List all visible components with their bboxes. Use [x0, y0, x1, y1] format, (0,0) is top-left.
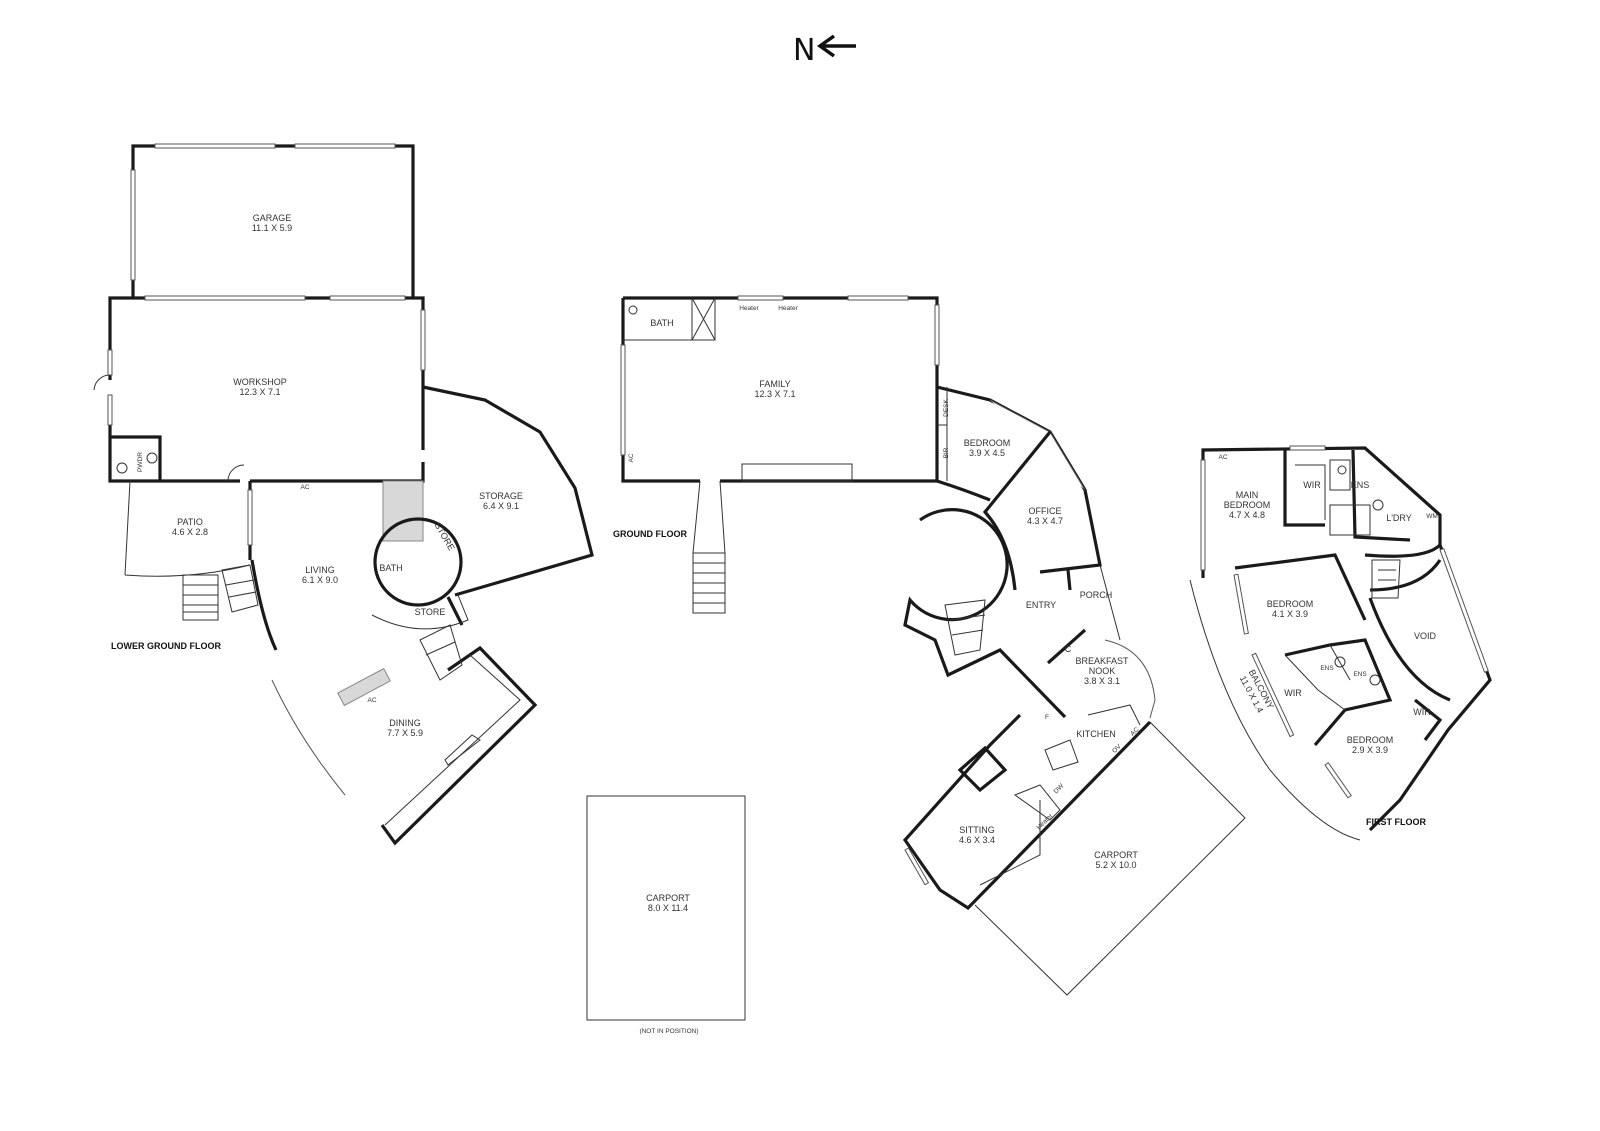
- room-label: BATH: [650, 318, 673, 328]
- room-label: SITTING: [959, 825, 995, 835]
- room-label: AC: [367, 697, 376, 704]
- room-label: BEDROOM: [964, 438, 1011, 448]
- floor-label-first: FIRST FLOOR: [1366, 817, 1426, 827]
- room-label: OFFICE: [1029, 506, 1062, 516]
- room-label: ENS: [1320, 665, 1334, 672]
- room-label: PORCH: [1080, 590, 1113, 600]
- room-label: BATH: [379, 563, 402, 573]
- room-label: 12.3 X 7.1: [239, 387, 280, 397]
- room-label: C: [1065, 644, 1072, 654]
- room-label: Heater: [739, 305, 759, 312]
- room-label: PWDR: [137, 452, 144, 472]
- floor-label-lower-ground: LOWER GROUND FLOOR: [111, 641, 221, 651]
- room-label: DESK: [943, 398, 950, 416]
- room-label: 11.1 X 5.9: [252, 223, 292, 233]
- room-label: GARAGE: [253, 213, 292, 223]
- stairs: [124, 480, 481, 766]
- room-label: LIVING: [305, 565, 335, 575]
- room-label: 7.7 X 5.9: [387, 728, 423, 738]
- room-label: 6.4 X 9.1: [483, 501, 519, 511]
- room-label: 4.7 X 4.8: [1229, 510, 1265, 520]
- room-label: BREAKFAST: [1075, 656, 1129, 666]
- room-label: 3.8 X 3.1: [1084, 676, 1120, 686]
- room-label: ENS: [1353, 671, 1367, 678]
- room-label: 4.6 X 3.4: [959, 835, 995, 845]
- room-label: NOOK: [1089, 666, 1116, 676]
- room-label: 4.1 X 3.9: [1272, 609, 1308, 619]
- room-label: DW: [1053, 782, 1066, 795]
- room-label: MAIN: [1236, 490, 1259, 500]
- lower-ground-floor-plan: GARAGE 11.1 X 5.9 WORKSHOP 12.3 X 7.1 ST…: [93, 143, 594, 846]
- room-label: AC: [300, 484, 309, 491]
- room-label: AC: [1129, 726, 1141, 738]
- room-label: BIR: [943, 447, 950, 458]
- room-label: AC: [1218, 454, 1227, 461]
- room-label: BEDROOM: [1347, 735, 1394, 745]
- room-label: L'DRY: [1386, 513, 1412, 523]
- room-label: WIR: [1413, 707, 1431, 717]
- room-label: WM: [1426, 513, 1438, 520]
- room-label: F: [1045, 714, 1049, 721]
- room-label: WORKSHOP: [233, 377, 287, 387]
- room-label: STORAGE: [479, 491, 523, 501]
- room-label: WIR: [1284, 688, 1302, 698]
- room-label: 5.2 X 10.0: [1095, 860, 1136, 870]
- room-label: 6.1 X 9.0: [302, 575, 338, 585]
- room-label: DINING: [389, 718, 421, 728]
- room-label: PATIO: [177, 517, 203, 527]
- room-label: BEDROOM: [1267, 599, 1314, 609]
- room-label: FAMILY: [759, 379, 790, 389]
- ground-room-labels: BATH Heater Heater AC FAMILY 12.3 X 7.1 …: [628, 305, 1141, 1035]
- room-label: 8.0 X 11.4: [648, 903, 688, 913]
- room-label: VOID: [1414, 631, 1437, 641]
- room-label: 12.3 X 7.1: [754, 389, 795, 399]
- first-floor-plan: AC MAIN BEDROOM 4.7 X 4.8 WIR ENS L'DRY …: [1189, 445, 1492, 841]
- north-arrow-left-icon: [816, 34, 856, 58]
- north-compass: N: [793, 33, 856, 68]
- stairs: [692, 480, 726, 614]
- ground-floor-plan: BATH Heater Heater AC FAMILY 12.3 X 7.1 …: [586, 295, 1246, 1035]
- floor-label-ground: GROUND FLOOR: [613, 529, 687, 539]
- room-label: AC: [628, 453, 635, 462]
- room-label: (NOT IN POSITION): [639, 1028, 698, 1035]
- room-label: 4.3 X 4.7: [1027, 516, 1063, 526]
- room-label: STORE: [415, 607, 446, 617]
- room-label: 4.6 X 2.8: [172, 527, 208, 537]
- room-label: KITCHEN: [1076, 729, 1116, 739]
- first-room-labels: AC MAIN BEDROOM 4.7 X 4.8 WIR ENS L'DRY …: [1218, 454, 1437, 755]
- room-label: WIR: [1303, 480, 1321, 490]
- room-label: CARPORT: [646, 893, 690, 903]
- room-label: 3.9 X 4.5: [969, 448, 1005, 458]
- room-label: ENTRY: [1026, 600, 1056, 610]
- room-label: 2.9 X 3.9: [1352, 745, 1388, 755]
- north-letter: N: [793, 33, 815, 68]
- room-label: Heater: [778, 305, 798, 312]
- room-label: ENS: [1351, 480, 1370, 490]
- room-label: CARPORT: [1094, 850, 1138, 860]
- room-label: BEDROOM: [1224, 500, 1271, 510]
